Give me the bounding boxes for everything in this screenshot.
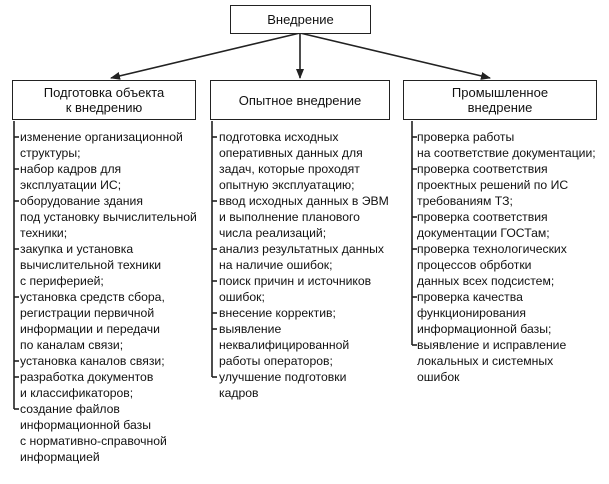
- branch-box-preparation: Подготовка объекта к внедрению: [12, 80, 196, 120]
- list-item-line: с периферией;: [20, 274, 104, 288]
- branch-title-line: Подготовка объекта: [43, 85, 165, 100]
- list-item-line: проектных решений по ИС: [417, 178, 569, 192]
- branch-title-line: к внедрению: [65, 100, 143, 115]
- list-item-line: изменение организационной: [20, 130, 183, 144]
- list-item-line: информационной базы: [20, 418, 151, 432]
- list-item-line: создание файлов: [20, 402, 120, 416]
- list-item-line: числа реализаций;: [219, 226, 327, 240]
- list-item-line: неквалифицированной: [219, 338, 350, 352]
- list-item: разработка документов и классификаторов;: [20, 369, 197, 401]
- branch-title-line: внедрение: [467, 100, 533, 115]
- list-item-line: закупка и установка: [20, 242, 134, 256]
- list-item: установка средств сбора, регистрации перв…: [20, 289, 197, 353]
- list-item-line: под установку вычислительной: [20, 210, 197, 224]
- list-item: проверка соответствия проектных решений п…: [417, 161, 596, 209]
- list-item-line: техники;: [20, 226, 68, 240]
- list-item: внесение корректив;: [219, 305, 389, 321]
- list-item-line: кадров: [219, 386, 259, 400]
- list-item: проверка технологических процессов обрбот…: [417, 241, 596, 289]
- list-item-line: внесение корректив;: [219, 306, 336, 320]
- list-item: проверка работы на соответствие документа…: [417, 129, 596, 161]
- list-item-line: установка средств сбора,: [20, 290, 165, 304]
- list-item: проверка соответствия документации ГОСТам…: [417, 209, 596, 241]
- list-item: изменение организационной структуры;: [20, 129, 197, 161]
- list-item: выявление и исправление локальных и систе…: [417, 337, 596, 385]
- list-item-line: локальных и системных: [417, 354, 554, 368]
- root-label: Внедрение: [267, 12, 334, 27]
- list-item-line: на соответствие документации;: [417, 146, 596, 160]
- list-item: анализ результатных данных на наличие оши…: [219, 241, 389, 273]
- list-item-line: выявление и исправление: [417, 338, 567, 352]
- list-item: оборудование здания под установку вычисли…: [20, 193, 197, 241]
- list-item-line: информации и передачи: [20, 322, 160, 336]
- list-item-line: подготовка исходных: [219, 130, 339, 144]
- list-item-line: требованиям ТЗ;: [417, 194, 513, 208]
- branch-list-pilot: подготовка исходных оперативных данных дл…: [219, 129, 389, 401]
- list-item: поиск причин и источников ошибок;: [219, 273, 389, 305]
- list-item-line: выявление: [219, 322, 282, 336]
- list-item-line: установка каналов связи;: [20, 354, 165, 368]
- list-item: ввод исходных данных в ЭВМ и выполнение п…: [219, 193, 389, 241]
- list-item-line: с нормативно-справочной: [20, 434, 167, 448]
- arrow-to-branch-1: [110, 32, 301, 80]
- list-item-line: ошибок;: [219, 290, 265, 304]
- branch-box-industrial: Промышленное внедрение: [403, 80, 597, 120]
- list-item: набор кадров для эксплуатации ИС;: [20, 161, 197, 193]
- list-item-line: и классификаторов;: [20, 386, 134, 400]
- list-item-line: информационной базы;: [417, 322, 552, 336]
- list-item-line: и выполнение планового: [219, 210, 360, 224]
- list-item-line: по каналам связи;: [20, 338, 124, 352]
- branch-box-pilot: Опытное внедрение: [210, 80, 390, 120]
- list-item-line: проверка технологических: [417, 242, 567, 256]
- list-item-line: работы операторов;: [219, 354, 333, 368]
- list-item: создание файлов информационной базы с норм…: [20, 401, 197, 465]
- list-item: установка каналов связи;: [20, 353, 197, 369]
- list-item-line: эксплуатации ИС;: [20, 178, 122, 192]
- list-item-line: оперативных данных для: [219, 146, 363, 160]
- branch-title-line: Промышленное: [451, 85, 549, 100]
- branch-list-industrial: проверка работы на соответствие документа…: [417, 129, 596, 385]
- list-item-line: ввод исходных данных в ЭВМ: [219, 194, 389, 208]
- list-item-line: структуры;: [20, 146, 81, 160]
- list-item-line: данных всех подсистем;: [417, 274, 555, 288]
- list-item-line: процессов обрботки: [417, 258, 532, 272]
- list-item-line: набор кадров для: [20, 162, 122, 176]
- list-item-line: поиск причин и источников: [219, 274, 372, 288]
- list-item-line: оборудование здания: [20, 194, 143, 208]
- list-item-line: опытную эксплуатацию;: [219, 178, 355, 192]
- list-item-line: ошибок: [417, 370, 460, 384]
- arrow-to-branch-3: [299, 32, 491, 80]
- list-item-line: задач, которые проходят: [219, 162, 360, 176]
- list-item: подготовка исходных оперативных данных дл…: [219, 129, 389, 193]
- root-box: Внедрение: [230, 5, 371, 34]
- list-item-line: проверка соответствия: [417, 162, 548, 176]
- list-item-line: регистрации первичной: [20, 306, 155, 320]
- list-item-line: на наличие ошибок;: [219, 258, 333, 272]
- list-item-line: проверка работы: [417, 130, 515, 144]
- list-item: закупка и установка вычислительной техник…: [20, 241, 197, 289]
- branch-title-line: Опытное внедрение: [238, 92, 362, 108]
- list-item-line: анализ результатных данных: [219, 242, 384, 256]
- list-item-line: функционирования: [417, 306, 526, 320]
- list-item-line: проверка качества: [417, 290, 523, 304]
- list-item-line: разработка документов: [20, 370, 154, 384]
- list-item: выявление неквалифицированной работы опера…: [219, 321, 389, 369]
- list-item-line: вычислительной техники: [20, 258, 162, 272]
- list-item-line: документации ГОСТам;: [417, 226, 550, 240]
- list-item: улучшение подготовки кадров: [219, 369, 389, 401]
- list-item-line: информацией: [20, 450, 100, 464]
- list-item: проверка качества функционирования информа…: [417, 289, 596, 337]
- list-item-line: проверка соответствия: [417, 210, 548, 224]
- list-item-line: улучшение подготовки: [219, 370, 347, 384]
